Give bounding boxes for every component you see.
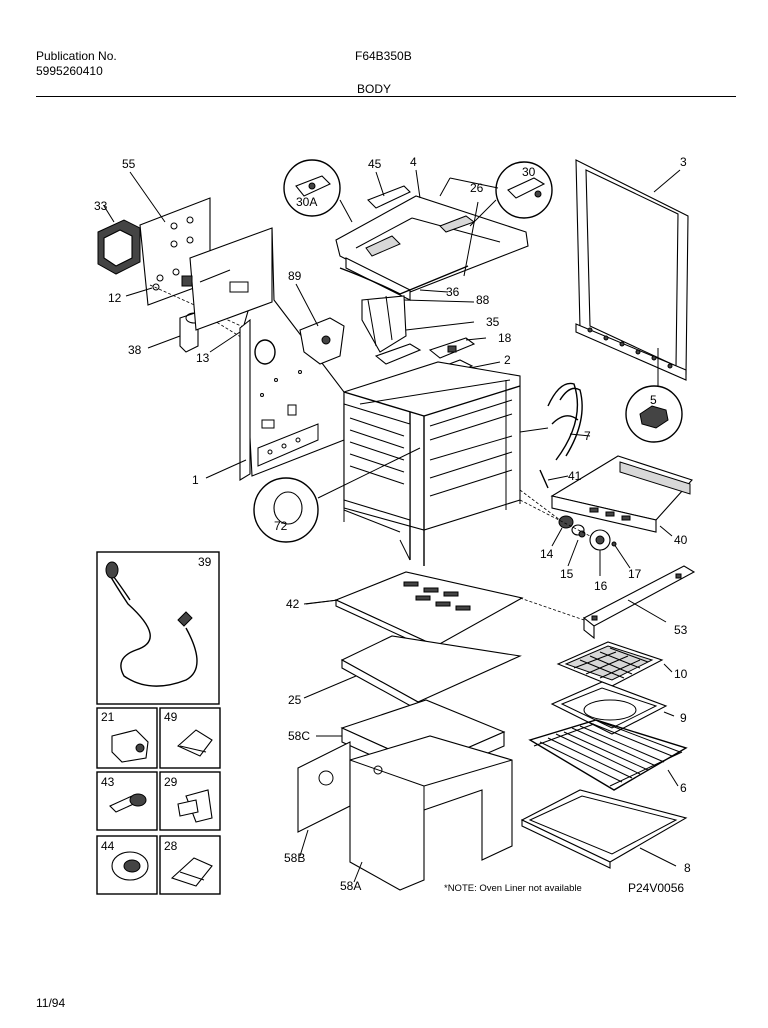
publication-label: Publication No.: [36, 49, 117, 63]
part-55-backwall: [189, 227, 273, 331]
callout-14: 14: [540, 547, 554, 561]
part-15-knob: [567, 524, 586, 567]
callout-30: 30: [522, 165, 536, 179]
callout-55: 55: [122, 157, 136, 171]
part-25-broiler-panel: [303, 635, 522, 711]
callout-58A: 58A: [340, 879, 361, 893]
callout-58C: 58C: [288, 729, 310, 743]
zoom-circle-72: [253, 447, 421, 543]
small-parts-boxes: [96, 707, 221, 895]
part-16-knob: [589, 529, 611, 576]
callout-5: 5: [650, 393, 657, 407]
callout-28: 28: [164, 839, 178, 853]
part-10-broil-pan-insert: [556, 641, 673, 687]
part-8-oven-liner: [520, 789, 688, 869]
model-number: F64B350B: [355, 49, 412, 63]
leader-13: [209, 331, 241, 353]
part-44-knob: [111, 851, 149, 881]
part-39-power-cord: [96, 551, 220, 705]
callout-45: 45: [368, 157, 382, 171]
footer-date: 11/94: [36, 996, 66, 1010]
callout-49: 49: [164, 710, 178, 724]
callout-8: 8: [684, 861, 691, 875]
callout-35: 35: [486, 315, 500, 329]
leader-12: [125, 287, 153, 297]
callout-42: 42: [286, 597, 300, 611]
part-38-bracket: [147, 311, 203, 353]
publication-number: 5995260410: [36, 64, 103, 78]
callout-3: 3: [680, 155, 687, 169]
part-18-switch: [374, 337, 487, 365]
header-rule: [36, 96, 736, 97]
callout-39: 39: [198, 555, 212, 569]
callout-25: 25: [288, 693, 302, 707]
callout-29: 29: [164, 775, 178, 789]
part-7-element: [519, 382, 591, 461]
part-14-knob: [551, 515, 574, 547]
callout-72: 72: [274, 519, 288, 533]
part-49-bracket: [177, 729, 213, 757]
part-58A-drawer-body: [349, 735, 513, 891]
callout-2: 2: [504, 353, 511, 367]
part-88-duct: [361, 295, 475, 353]
part-58B-drawer-side: [297, 741, 351, 857]
part-4-top-panel: [335, 169, 529, 301]
callout-26: 26: [470, 181, 484, 195]
callout-4: 4: [410, 155, 417, 169]
callout-36: 36: [446, 285, 460, 299]
callout-18: 18: [498, 331, 512, 345]
part-36-trim: [339, 265, 469, 295]
callout-30A: 30A: [296, 195, 317, 209]
callout-38: 38: [128, 343, 142, 357]
callout-10: 10: [674, 667, 688, 681]
callout-13: 13: [196, 351, 210, 365]
zoom-circle-30: [469, 161, 553, 227]
callout-40: 40: [674, 533, 688, 547]
part-29-bracket: [177, 789, 213, 823]
part-40-control-panel: [550, 455, 693, 537]
section-title: BODY: [357, 82, 392, 96]
part-53-rail: [582, 565, 696, 640]
part-6-oven-rack: [528, 719, 688, 791]
callout-88: 88: [476, 293, 490, 307]
part-43-screw: [109, 793, 147, 813]
callout-43: 43: [101, 775, 115, 789]
drawing-code: P24V0056: [628, 881, 684, 895]
part-28-clip: [170, 857, 213, 887]
callout-7: 7: [584, 429, 591, 443]
callout-labels: 55 33 12 38 13 89 45 4 30A 30 26 3 36 88…: [94, 155, 691, 893]
callout-41: 41: [568, 469, 582, 483]
callout-12: 12: [108, 291, 122, 305]
callout-58B: 58B: [284, 851, 305, 865]
part-41-switch: [539, 469, 569, 489]
oven-liner-note: *NOTE: Oven Liner not available: [444, 883, 582, 894]
part-3-side-panel: [575, 159, 689, 381]
callout-89: 89: [288, 269, 302, 283]
callout-53: 53: [674, 623, 688, 637]
oven-body-frame: [343, 361, 521, 566]
callout-15: 15: [560, 567, 574, 581]
zoom-circle-5: [625, 348, 683, 443]
part-45-clip: [367, 171, 411, 209]
callout-9: 9: [680, 711, 687, 725]
callout-6: 6: [680, 781, 687, 795]
part-33-junction-box: [97, 205, 141, 275]
callout-44: 44: [101, 839, 115, 853]
zoom-circle-30A: [283, 159, 353, 223]
callout-1: 1: [192, 473, 199, 487]
callout-16: 16: [594, 579, 608, 593]
callout-33: 33: [94, 199, 108, 213]
part-21-clip: [111, 729, 149, 763]
callout-17: 17: [628, 567, 642, 581]
part-17-screw: [611, 541, 631, 569]
part-89-bracket: [295, 283, 345, 365]
callout-21: 21: [101, 710, 115, 724]
